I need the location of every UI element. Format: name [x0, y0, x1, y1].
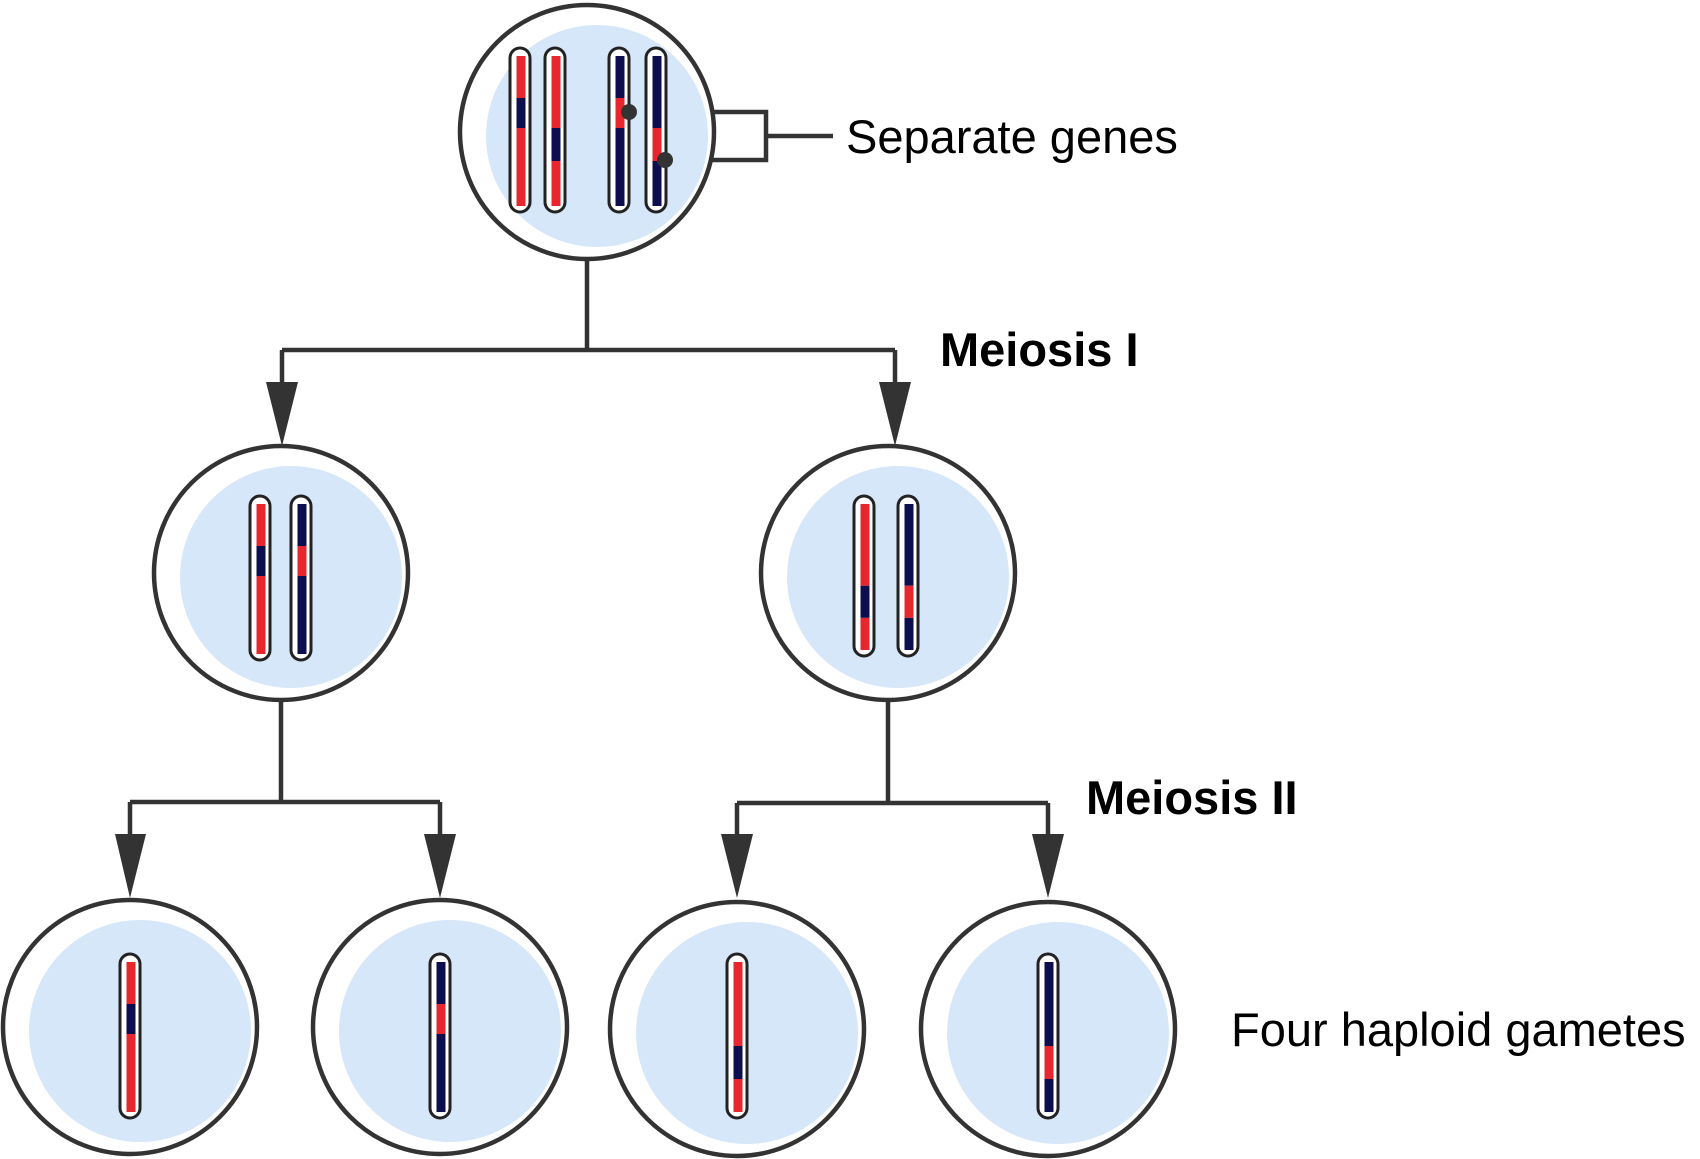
gamete-2-chromosome-segment-3	[436, 1034, 446, 1112]
daughter-left-chromosome-2-segment-1	[297, 504, 307, 546]
parent-chromosome-2	[543, 46, 567, 214]
gamete-1-chromosome-segment-3	[126, 1034, 136, 1112]
parent-cell	[457, 2, 717, 262]
gamete-3-chromosome-segment-2	[733, 1046, 743, 1079]
parent-chromosome-3-segment-3	[615, 128, 625, 206]
gamete-cell-1	[0, 897, 260, 1157]
parent-chromosome-3-segment-1	[615, 56, 625, 98]
meiosis-2-label: Meiosis II	[1086, 771, 1298, 824]
parent-chromosome-2-segment-1	[551, 56, 561, 128]
daughter-left-chromosome-2-segment-3	[297, 576, 307, 654]
parent-chromosome-2-segment-2	[551, 128, 561, 161]
daughter-right-chromosome-2	[896, 494, 920, 658]
parent-chromosome-1-segment-3	[516, 128, 526, 206]
meiosis-2-right-connector	[734, 700, 1051, 838]
meiosis-1-label: Meiosis I	[940, 323, 1139, 376]
gamete-cell-2	[310, 897, 570, 1157]
gamete-cell-3	[607, 899, 867, 1159]
daughter-cell-right	[758, 443, 1018, 703]
parent-chromosome-4-segment-3	[652, 161, 662, 206]
daughter-right-chromosome-1-segment-1	[860, 504, 870, 586]
gamete-1-chromosome	[118, 952, 142, 1120]
gamete-1-chromosome-segment-2	[126, 1004, 136, 1034]
gamete-1-chromosome-segment-1	[126, 962, 136, 1004]
daughter-left-chromosome-2	[289, 494, 313, 662]
gene-marker-dot-1	[621, 104, 637, 120]
gene-markers	[621, 104, 673, 168]
daughter-cell-left	[151, 443, 411, 703]
gamete-2-chromosome	[428, 952, 452, 1120]
gamete-4-chromosome	[1036, 952, 1060, 1120]
four-haploid-gametes-label: Four haploid gametes	[1231, 1003, 1686, 1056]
gamete-3-chromosome-segment-1	[733, 962, 743, 1046]
parent-chromosome-3	[607, 46, 631, 214]
daughter-right-chromosome-2-segment-3	[904, 617, 914, 650]
gamete-4-chromosome-segment-1	[1044, 962, 1054, 1046]
daughter-right-chromosome-2-segment-2	[904, 585, 914, 618]
parent-chromosome-1	[508, 46, 532, 214]
cells	[0, 2, 1178, 1159]
daughter-right-chromosome-1-segment-2	[860, 585, 870, 618]
gamete-3-chromosome	[725, 952, 749, 1120]
connectors	[127, 109, 1051, 838]
arrowhead-meiosis-1-right	[879, 382, 911, 446]
gamete-4-chromosome-segment-2	[1044, 1046, 1054, 1079]
arrowheads	[115, 382, 1064, 898]
gamete-2-chromosome-segment-1	[436, 962, 446, 1004]
gamete-2-chromosome-segment-2	[436, 1004, 446, 1034]
daughter-left-chromosome-1-segment-3	[256, 576, 266, 654]
meiosis-1-connector	[279, 255, 898, 388]
separate-genes-label: Separate genes	[846, 110, 1178, 163]
daughter-right-chromosome-1	[852, 494, 876, 658]
daughter-left-chromosome-1-segment-2	[256, 546, 266, 576]
arrowhead-gamete-1	[115, 834, 146, 898]
daughter-left-chromosome-1-segment-1	[256, 504, 266, 546]
parent-chromosome-1-segment-1	[516, 56, 526, 98]
daughter-left-chromosome-2-segment-2	[297, 546, 307, 576]
parent-chromosome-3-segment-2	[615, 98, 625, 128]
parent-chromosome-2-segment-3	[551, 161, 561, 206]
gamete-cell-4	[918, 899, 1178, 1159]
gamete-4-chromosome-segment-3	[1044, 1079, 1054, 1112]
arrowhead-meiosis-1-left	[266, 382, 298, 446]
meiosis-2-left-connector	[127, 700, 443, 838]
daughter-right-chromosome-1-segment-3	[860, 617, 870, 650]
arrowhead-gamete-2	[424, 834, 456, 898]
daughter-left-chromosome-1	[248, 494, 272, 662]
parent-chromosome-4	[644, 46, 668, 214]
parent-chromosome-1-segment-2	[516, 98, 526, 128]
arrowhead-gamete-3	[721, 834, 753, 898]
parent-chromosome-4-segment-2	[652, 128, 662, 161]
daughter-right-chromosome-2-segment-1	[904, 504, 914, 586]
gamete-3-chromosome-segment-3	[733, 1079, 743, 1112]
arrowhead-gamete-4	[1032, 834, 1064, 898]
parent-chromosome-4-segment-1	[652, 56, 662, 128]
gene-marker-dot-2	[657, 152, 673, 168]
